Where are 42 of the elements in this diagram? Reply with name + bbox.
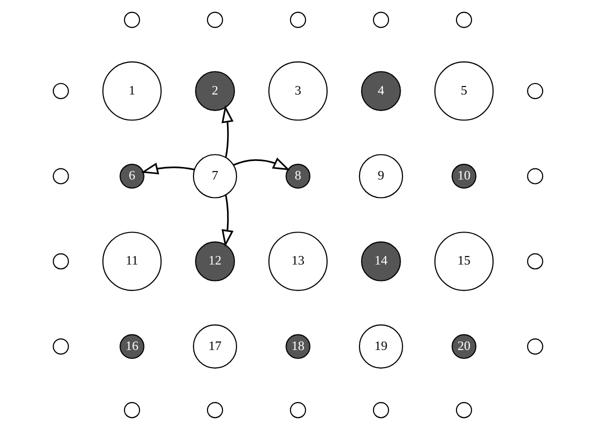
node-circle [372, 402, 389, 418]
node-circle: 20 [451, 334, 476, 359]
node-circle: 12 [194, 241, 234, 282]
node-circle [52, 253, 68, 270]
arrow [232, 158, 290, 170]
node-circle: 8 [285, 164, 310, 189]
node-circle [52, 168, 68, 184]
node-circle: 15 [434, 232, 494, 291]
node-circle [526, 338, 543, 355]
node-circle: 2 [194, 71, 234, 111]
node-circle [526, 253, 543, 270]
node-circle: 4 [360, 71, 400, 111]
node-circle [123, 12, 140, 28]
node-circle [526, 82, 543, 100]
node-circle [206, 402, 223, 418]
node-circle [455, 12, 472, 28]
node-circle: 9 [358, 154, 403, 198]
node-circle [52, 338, 68, 355]
node-circle: 16 [119, 334, 144, 359]
node-circle: 7 [192, 154, 237, 198]
node-circle [206, 12, 223, 28]
node-circle: 19 [358, 324, 403, 369]
node-circle: 1 [102, 61, 162, 121]
node-circle [123, 402, 140, 418]
node-circle [526, 168, 543, 184]
node-circle: 11 [102, 232, 162, 291]
node-circle [289, 402, 306, 418]
arrow [221, 105, 234, 158]
node-circle: 6 [119, 164, 144, 189]
node-circle: 13 [268, 232, 328, 291]
node-circle [372, 12, 389, 28]
node-circle: 18 [285, 334, 310, 359]
node-circle: 5 [434, 61, 494, 121]
node-circle: 3 [268, 61, 328, 121]
node-circle: 17 [192, 324, 237, 369]
node-circle [52, 82, 68, 100]
node-circle [455, 402, 472, 418]
arrow [140, 162, 194, 174]
node-circle: 14 [360, 241, 400, 282]
node-circle: 10 [451, 164, 476, 189]
arrow [221, 194, 234, 248]
node-circle [289, 12, 306, 28]
